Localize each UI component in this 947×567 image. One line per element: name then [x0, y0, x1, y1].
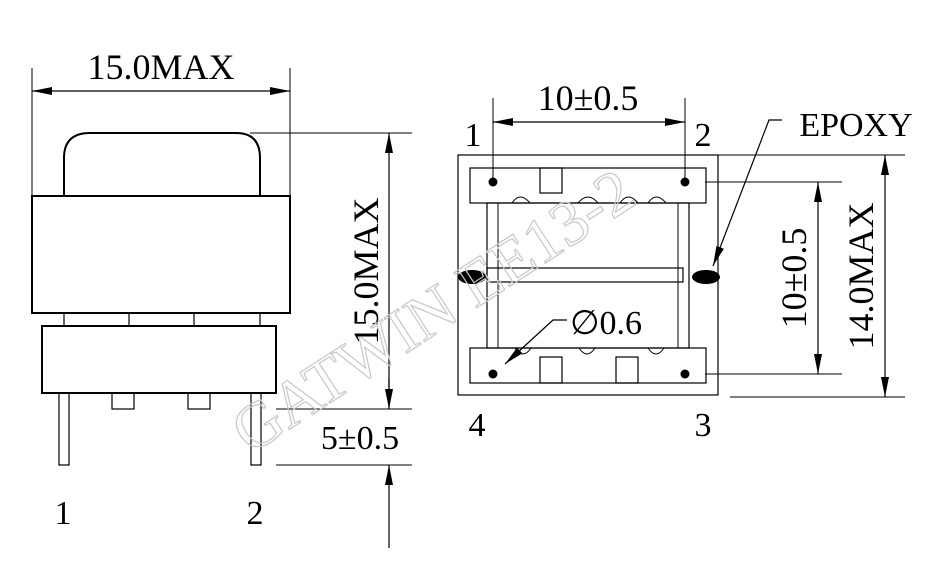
top-notch — [539, 167, 563, 194]
bump-top-2 — [577, 196, 599, 204]
bobbin-base — [41, 325, 277, 394]
pin-hole-4 — [488, 369, 498, 379]
width-label: 15.0MAX — [87, 47, 234, 87]
height-label: 15.0MAX — [346, 197, 386, 344]
bump-bottom-2 — [578, 347, 596, 355]
standoff-left — [111, 392, 135, 410]
pin-2-label: 2 — [247, 495, 264, 532]
pin-1 — [58, 392, 70, 466]
bump-top-1 — [511, 196, 531, 204]
core-clip — [63, 312, 261, 327]
bump-top-3 — [619, 196, 639, 204]
bottom-notch-right — [615, 356, 639, 384]
epoxy-leader — [712, 119, 782, 267]
standoff-right — [187, 392, 211, 410]
epoxy-label: EPOXY — [799, 107, 912, 144]
depth-label: 14.0MAX — [841, 202, 881, 349]
center-bar — [486, 267, 684, 283]
bottom-notch-left — [539, 356, 563, 384]
bump-top-4 — [647, 196, 667, 204]
hole-leader — [504, 319, 567, 365]
pin-2 — [250, 392, 262, 466]
top-pin-4-label: 4 — [469, 407, 486, 444]
epoxy-left — [458, 270, 486, 284]
hole-label: ∅0.6 — [570, 305, 642, 342]
top-pin-3-label: 3 — [695, 407, 712, 444]
pin-hole-3 — [680, 369, 690, 379]
bump-bottom-3 — [647, 347, 665, 355]
top-pin-2-label: 2 — [695, 117, 712, 154]
pitch-horizontal-label: 10±0.5 — [538, 78, 639, 118]
pin-1-label: 1 — [55, 495, 72, 532]
top-pin-1-label: 1 — [465, 117, 482, 154]
core-block — [31, 195, 291, 314]
pin-hole-2 — [680, 177, 690, 187]
pin-hole-1 — [488, 177, 498, 187]
side-view: 15.0MAX 1 2 15.0MAX 5±0.5 — [31, 47, 412, 548]
pin-length-label: 5±0.5 — [321, 420, 399, 457]
pitch-vertical-label: 10±0.5 — [774, 228, 814, 329]
epoxy-right — [692, 270, 720, 284]
coil-top — [63, 132, 261, 196]
top-view: 10±0.5 1 2 E — [457, 78, 913, 444]
inner-frame-inset — [497, 202, 679, 349]
bottom-pin-bar — [469, 347, 707, 384]
